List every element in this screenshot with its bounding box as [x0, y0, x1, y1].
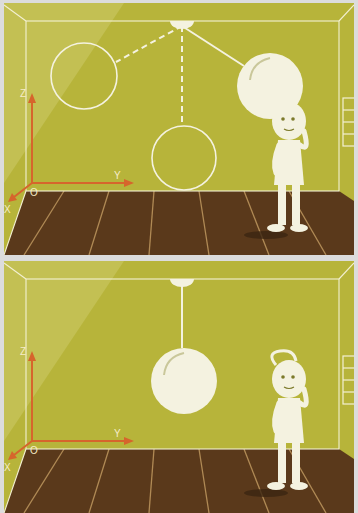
axis-label: Y	[114, 170, 121, 181]
pendulum-outline	[51, 43, 117, 109]
pendulum-bob	[237, 53, 303, 119]
axis-label: O	[30, 187, 38, 198]
pendulum-rest	[151, 284, 217, 414]
axis-label: O	[30, 445, 38, 456]
string	[182, 26, 244, 66]
pendulum-outline	[152, 126, 216, 190]
pendulum-bob	[151, 348, 217, 414]
axis-label: Z	[20, 346, 26, 357]
pendulum-positions	[51, 26, 303, 190]
string	[181, 284, 183, 348]
panel-frame	[0, 0, 358, 258]
axis-label: X	[4, 204, 11, 215]
axis-label: X	[4, 462, 11, 473]
axis-label: Z	[20, 88, 26, 99]
room-bottom	[4, 261, 357, 513]
axis-label: Y	[114, 428, 121, 439]
panel-frame	[0, 258, 358, 513]
string-dashed	[181, 26, 183, 126]
bob-highlight	[250, 58, 270, 80]
room-top	[4, 3, 357, 255]
bob-highlight	[164, 353, 184, 375]
string-dashed	[116, 26, 182, 62]
